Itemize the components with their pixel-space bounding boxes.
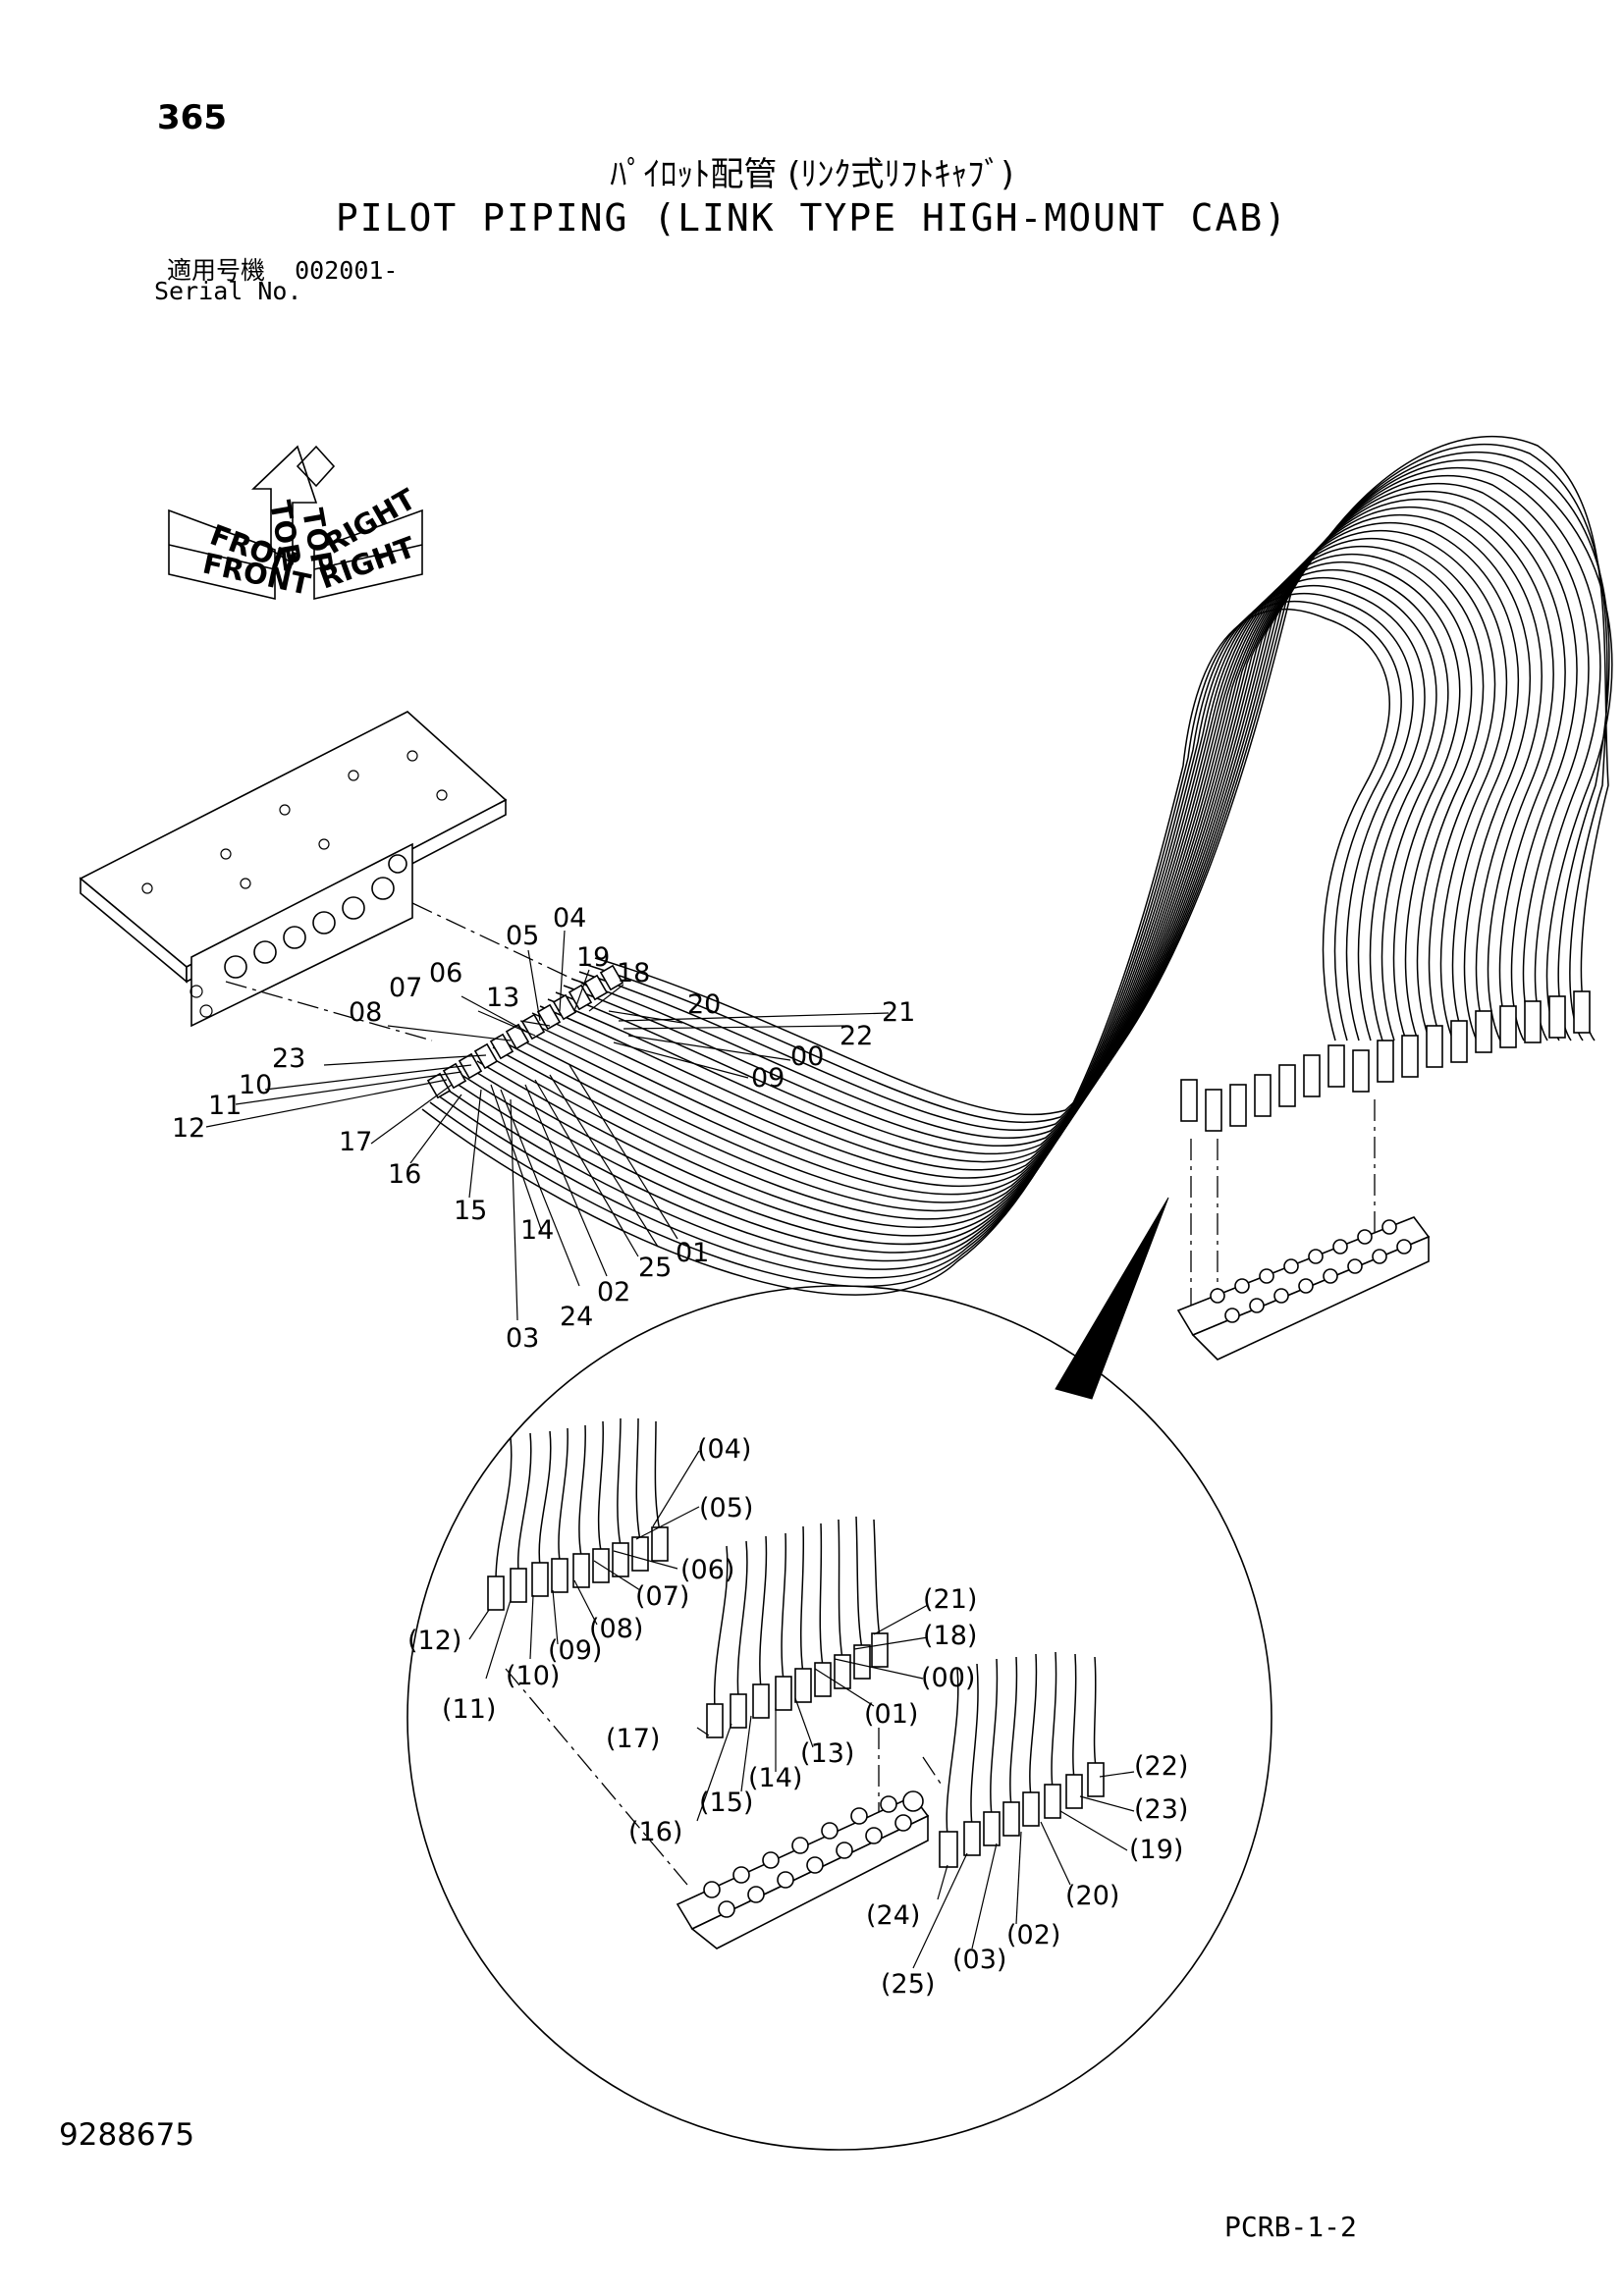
- detail-callout-17: (17): [606, 1724, 660, 1754]
- callout-08: 08: [349, 997, 382, 1028]
- callout-04: 04: [553, 903, 586, 934]
- detail-callout-07: (07): [635, 1581, 689, 1612]
- callout-20: 20: [687, 989, 721, 1020]
- detail-callout-05: (05): [699, 1493, 753, 1523]
- document-number: 9288675: [59, 2117, 195, 2153]
- hose-bundle: [421, 435, 1613, 1296]
- callout-24: 24: [560, 1302, 593, 1332]
- detail-callout-14: (14): [748, 1763, 802, 1793]
- callout-11: 11: [208, 1091, 242, 1121]
- detail-view-circle: [406, 1285, 1272, 2151]
- main-callouts: 04 05 19 18 06 07 13 20 21 08 22 00 23 0…: [172, 903, 915, 1354]
- detail-callout-21: (21): [923, 1584, 977, 1615]
- detail-callout-23: (23): [1134, 1794, 1188, 1825]
- serial-label-jp-text: 適用号機: [167, 256, 266, 285]
- detail-callout-22: (22): [1134, 1751, 1188, 1782]
- detail-callout-15: (15): [699, 1788, 753, 1818]
- callout-01: 01: [676, 1238, 709, 1268]
- detail-callout-24: (24): [866, 1900, 920, 1931]
- detail-hose-group-3: [939, 1651, 1105, 1868]
- detail-manifold-block: [676, 1790, 930, 1949]
- callout-09: 23: [272, 1043, 305, 1074]
- detail-callout-16: (16): [628, 1817, 682, 1847]
- title-english: PILOT PIPING (LINK TYPE HIGH-MOUNT CAB): [335, 196, 1289, 240]
- callout-06: 06: [429, 958, 462, 988]
- title-japanese: ﾊﾟｲﾛｯﾄ配管 (ﾘﾝｸ式ﾘﾌﾄｷｬﾌﾞ): [610, 155, 1014, 194]
- serial-label-japanese: 適用号機 002001-: [167, 251, 398, 287]
- right-manifold-block: [1176, 1216, 1431, 1361]
- callout-21: 21: [882, 997, 915, 1028]
- callout-13: 13: [486, 983, 519, 1013]
- detail-callout-02: (02): [1006, 1920, 1060, 1950]
- callout-05: 05: [506, 921, 539, 951]
- mounting-plate: [79, 711, 508, 1028]
- callout-12: 12: [172, 1113, 205, 1144]
- callout-22: 22: [839, 1021, 873, 1051]
- main-leader-lines: [205, 930, 890, 1321]
- page-code: PCRB-1-2: [1224, 2211, 1357, 2243]
- page-number: 365: [157, 98, 227, 137]
- callout-14: 14: [520, 1215, 554, 1246]
- callout-25: 25: [638, 1253, 672, 1283]
- detail-callouts: (04) (05) (06) (07) (12) (08) (09) (10) …: [407, 1434, 1188, 2000]
- detail-callout-08: (08): [589, 1614, 643, 1644]
- callout-19: 19: [576, 942, 610, 973]
- detail-callout-12: (12): [407, 1626, 461, 1656]
- serial-value: 002001-: [295, 256, 399, 285]
- detail-leader-lines: [468, 1450, 1135, 1969]
- detail-hose-group-1: [487, 1417, 669, 1611]
- detail-pointer: [1055, 1197, 1169, 1400]
- detail-callout-06: (06): [680, 1555, 734, 1585]
- callout-03: 03: [506, 1323, 539, 1354]
- detail-callout-13: (13): [800, 1738, 854, 1769]
- detail-callout-18: (18): [923, 1621, 977, 1651]
- detail-callout-11: (11): [442, 1694, 496, 1725]
- orientation-icon: FRONT FRON TOP TOP RIGHT RIGHT: [168, 445, 423, 602]
- detail-callout-01: (01): [864, 1699, 918, 1730]
- callout-07: 07: [389, 973, 422, 1003]
- detail-callout-10: (10): [506, 1661, 560, 1691]
- detail-callout-20: (20): [1065, 1881, 1119, 1911]
- detail-callout-19: (19): [1129, 1835, 1183, 1865]
- detail-callout-03: (03): [952, 1945, 1006, 1975]
- callout-17: 17: [339, 1127, 372, 1157]
- detail-callout-04: (04): [697, 1434, 751, 1465]
- callout-16: 16: [388, 1159, 421, 1190]
- detail-callout-00: (00): [921, 1663, 975, 1693]
- callout-02: 02: [597, 1277, 630, 1308]
- callout-15: 15: [454, 1196, 487, 1226]
- detail-callout-25: (25): [881, 1969, 935, 2000]
- detail-callout-09: (09): [548, 1635, 602, 1666]
- callout-18: 18: [617, 958, 650, 988]
- hose-fittings-main: [426, 964, 1591, 1132]
- detail-hose-group-2: [706, 1516, 889, 1738]
- callout-23: 09: [751, 1063, 785, 1094]
- serial-label-english: Serial No.: [154, 277, 302, 305]
- callout-00: 00: [790, 1041, 824, 1072]
- callout-10: 10: [239, 1070, 272, 1100]
